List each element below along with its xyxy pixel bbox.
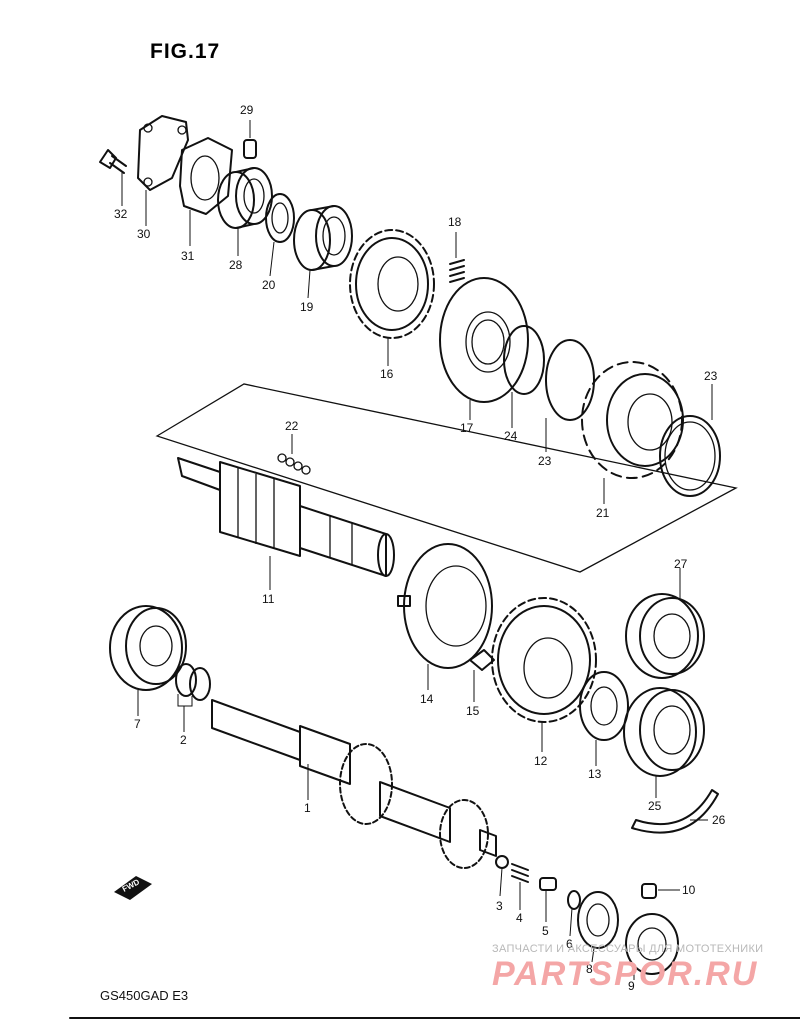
callout-25: 25 <box>648 799 662 813</box>
callout-2: 2 <box>180 733 187 747</box>
part-17-plate <box>439 277 529 403</box>
callout-15: 15 <box>466 704 480 718</box>
watermark-tagline: ЗАПЧАСТИ И АКСЕССУАРЫ ДЛЯ МОТОТЕХНИКИ <box>492 943 764 955</box>
part-21-shift-dog <box>581 361 684 479</box>
callout-7: 7 <box>134 717 141 731</box>
part-3-ball <box>495 855 509 869</box>
callout-4: 4 <box>516 911 523 925</box>
callout-6: 6 <box>566 937 573 951</box>
callout-31: 31 <box>181 249 195 263</box>
part-25-bearing <box>623 687 705 777</box>
callout-1: 1 <box>304 801 311 815</box>
callout-18: 18 <box>448 215 462 229</box>
figure-title: FIG.17 <box>150 40 221 63</box>
part-28-needle-bearing <box>217 167 273 229</box>
part-12-gear <box>491 597 597 723</box>
callout-20: 20 <box>262 278 276 292</box>
part-23-circlip-right <box>659 415 721 497</box>
part-27-bearing <box>625 593 705 679</box>
part-30-cover-plate <box>137 115 189 191</box>
callout-14: 14 <box>420 692 434 706</box>
callout-23-left: 23 <box>538 454 552 468</box>
callout-5: 5 <box>542 924 549 938</box>
callout-11: 11 <box>262 592 275 606</box>
part-31-gasket <box>179 137 233 215</box>
assembly-frame <box>155 383 738 573</box>
part-22-balls <box>277 453 311 475</box>
callout-12: 12 <box>534 754 548 768</box>
callout-9: 9 <box>628 979 635 993</box>
model-code: GS450GAD E3 <box>100 988 189 1003</box>
callout-32: 32 <box>114 207 128 221</box>
callout-30: 30 <box>137 227 151 241</box>
part-10-pin <box>641 883 657 899</box>
callout-10: 10 <box>682 883 696 897</box>
leader-lines <box>121 120 713 980</box>
part-16-gear <box>349 229 435 339</box>
part-19-bushing <box>293 205 353 271</box>
part-6-washer <box>567 890 581 910</box>
callout-26: 26 <box>712 813 726 827</box>
part-29-pin <box>243 139 257 159</box>
part-7-bearing <box>109 605 187 691</box>
part-15-lock-washer <box>469 649 495 671</box>
part-2-thrust-washers <box>175 663 211 701</box>
callout-8: 8 <box>586 962 593 976</box>
part-20-washer <box>265 193 295 243</box>
part-24-circlip <box>503 325 545 395</box>
callout-19: 19 <box>300 300 314 314</box>
callout-17: 17 <box>460 421 474 435</box>
part-1-main-shaft <box>211 699 497 869</box>
callout-16: 16 <box>380 367 394 381</box>
callout-21: 21 <box>596 506 610 520</box>
part-9-bearing <box>625 913 679 975</box>
callout-28: 28 <box>229 258 243 272</box>
callout-13: 13 <box>588 767 602 781</box>
part-4-spring <box>511 863 529 883</box>
part-18-spring <box>449 259 465 283</box>
part-14-hub <box>397 543 493 669</box>
callout-29: 29 <box>240 103 254 117</box>
part-26-circlip <box>631 789 719 834</box>
callout-22: 22 <box>285 419 299 433</box>
watermark-logo: PARTSPOR.RU <box>492 955 759 993</box>
callout-23-right: 23 <box>704 369 718 383</box>
callout-24: 24 <box>504 429 518 443</box>
part-5-plunger <box>539 877 557 891</box>
fwd-arrow-icon <box>114 876 152 900</box>
part-32-screw <box>99 149 127 174</box>
part-11-shaft <box>177 457 395 577</box>
part-23-circlip-left <box>545 339 595 421</box>
callout-3: 3 <box>496 899 503 913</box>
part-8-washer <box>577 891 619 949</box>
callout-27: 27 <box>674 557 688 571</box>
part-13-washer <box>579 671 629 741</box>
